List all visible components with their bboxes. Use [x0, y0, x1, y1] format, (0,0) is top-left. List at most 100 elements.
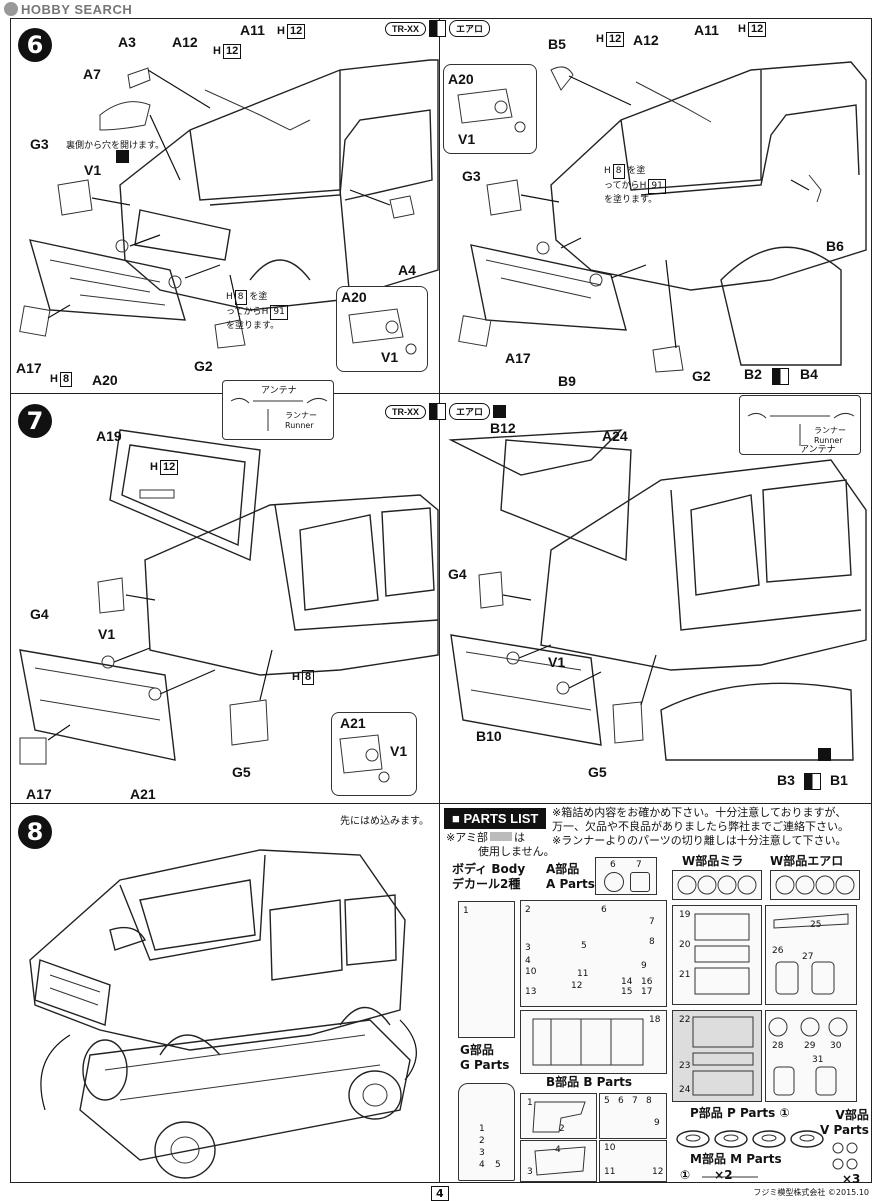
step-number: 7 — [18, 404, 52, 438]
part-label: B6 — [826, 238, 844, 254]
paint-code: 12 — [222, 44, 242, 59]
part-number: 16 — [641, 977, 653, 987]
group-m-label: M部品 M Parts — [690, 1152, 782, 1166]
part-label: B2 — [744, 366, 762, 382]
part-label: G3 — [30, 136, 49, 152]
m-parts-qty: ① ×2 — [680, 1168, 733, 1182]
part-label: G3 — [462, 168, 481, 184]
w-sprue-c: 22 23 24 — [672, 1010, 762, 1102]
part-number: 5 — [581, 941, 587, 951]
part-label: B4 — [800, 366, 818, 382]
part-label: B5 — [548, 36, 566, 52]
logo-icon — [4, 2, 18, 16]
paint-code: 8 — [301, 670, 315, 685]
variant-indicator-icon — [772, 368, 789, 385]
detail-inset: A20 V1 — [336, 286, 428, 372]
v-parts-caps — [832, 1142, 858, 1170]
part-label: G4 — [448, 566, 467, 582]
part-label: A17 — [26, 786, 52, 802]
part-label: B12 — [490, 420, 516, 436]
a-sprue-floor: 18 — [520, 1010, 667, 1074]
b-sprue-4: 10 11 12 — [599, 1140, 667, 1182]
step8-drawing — [29, 849, 417, 1179]
part-label: A4 — [398, 262, 416, 278]
part-number: 12 — [571, 981, 583, 991]
part-label: A21 — [130, 786, 156, 802]
badge-trxx: TR-XX — [385, 404, 426, 419]
part-label: B10 — [476, 728, 502, 744]
drill-icon — [116, 150, 129, 163]
part-number: 17 — [641, 987, 653, 997]
paint-code: 8 — [59, 372, 73, 387]
w-mira-sprue — [672, 870, 762, 900]
paint-code: 12 — [747, 22, 767, 37]
part-number: 8 — [649, 937, 655, 947]
divider — [439, 803, 440, 1183]
part-number: 15 — [621, 987, 633, 997]
part-number: 2 — [525, 905, 531, 915]
variant-badges: TR-XX エアロ — [385, 403, 507, 420]
detail-inset: A20 V1 — [443, 64, 537, 154]
divider — [10, 803, 872, 804]
part-label: B3 — [777, 772, 795, 788]
detail-inset: A21 V1 — [331, 712, 417, 796]
b-sprue-2: 5 6 7 8 9 — [599, 1093, 667, 1139]
ami-note: ※アミ部は 使用しません。 — [446, 831, 555, 858]
step7-right-drawing — [448, 429, 867, 761]
badge-trxx: TR-XX — [385, 21, 426, 36]
part-label: V1 — [548, 654, 566, 670]
part-number: 10 — [525, 967, 537, 977]
part-number: 4 — [525, 956, 531, 966]
paint-code: 12 — [605, 32, 625, 47]
w-sprue-a: 19 20 21 — [672, 905, 762, 1005]
part-number: 13 — [525, 987, 537, 997]
b-sprue-1: 1 2 — [520, 1093, 597, 1139]
paint-icon — [493, 405, 507, 418]
part-label: V1 — [84, 162, 102, 178]
part-label: A20 — [92, 372, 118, 388]
drill-note: 裏側から穴を開けます。 — [66, 141, 165, 151]
divider — [439, 393, 440, 803]
part-label: G2 — [692, 368, 711, 384]
step6-right-drawing — [458, 61, 867, 373]
part-icon — [630, 872, 650, 892]
variant-badges: TR-XX エアロ — [385, 20, 491, 37]
page-number: 4 — [431, 1186, 449, 1201]
step-note: 先にはめ込みます。 — [340, 816, 429, 827]
p-parts-tires — [676, 1130, 824, 1148]
paint-code: 12 — [159, 460, 179, 475]
page-frame — [10, 18, 872, 1183]
part-label: A11 — [240, 22, 265, 38]
part-label: A24 — [602, 428, 628, 444]
part-number: 14 — [621, 977, 633, 987]
part-label: G4 — [30, 606, 49, 622]
part-number: 6 — [601, 905, 607, 915]
part-label: A12 — [172, 34, 198, 50]
step-number: 6 — [18, 28, 52, 62]
wheel-icon — [604, 872, 624, 892]
part-label: A17 — [505, 350, 531, 366]
w-sprue-d: 28 29 30 31 — [765, 1010, 857, 1102]
part-number: 3 — [525, 943, 531, 953]
group-b-label: B部品 B Parts — [546, 1075, 633, 1089]
part-label: A11 — [694, 22, 719, 38]
parts-list-title: ■ PARTS LIST — [444, 808, 547, 829]
divider — [439, 18, 440, 393]
part-label: B9 — [558, 373, 576, 389]
w-aero-sprue — [770, 870, 860, 900]
parts-list-notes: ※箱詰め内容をお確かめ下さい。十分注意しておりますが、 万一、欠品や不良品があり… — [552, 806, 849, 847]
b-sprue-3: 3 4 — [520, 1140, 597, 1182]
g-sprue: 1 2 3 4 5 — [458, 1083, 515, 1181]
group-w-aero-label: W部品エアロ — [770, 854, 844, 868]
variant-indicator-icon — [429, 20, 446, 37]
variant-indicator-icon — [429, 403, 446, 420]
